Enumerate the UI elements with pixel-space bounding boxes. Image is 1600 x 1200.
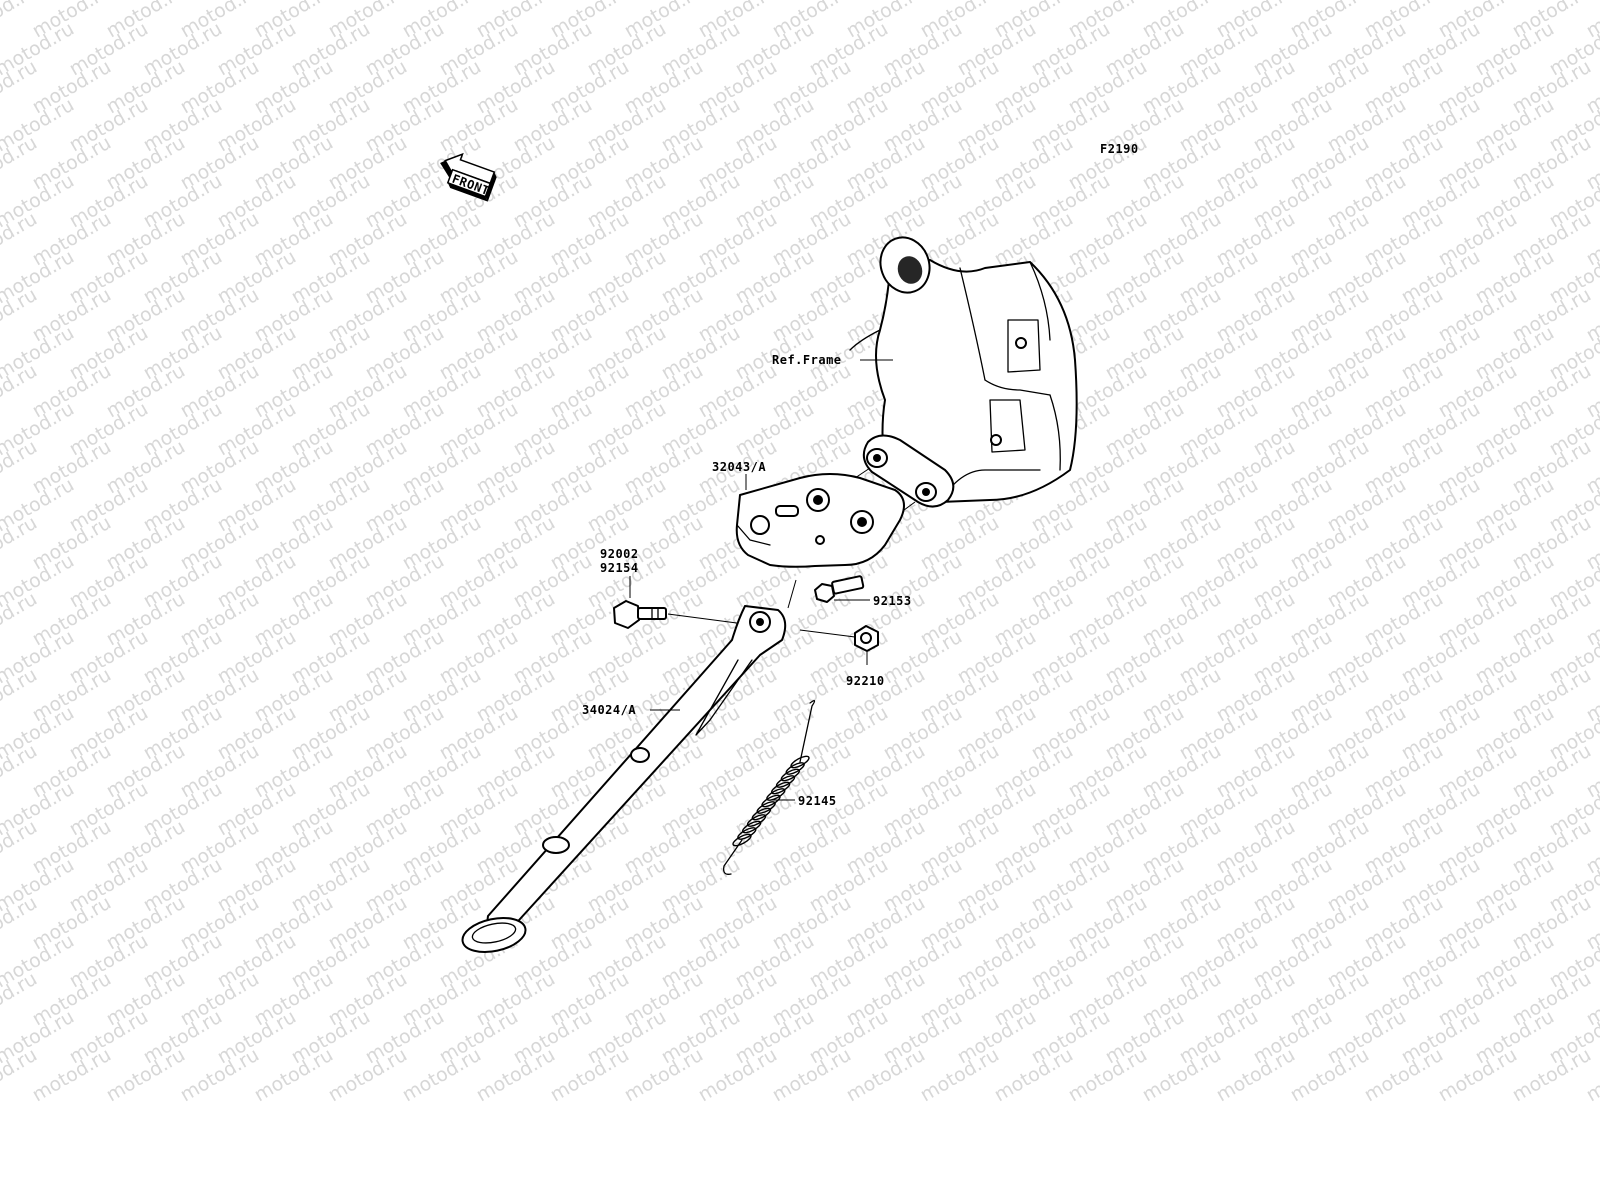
label-ref-frame: Ref.Frame bbox=[772, 353, 842, 367]
diagram-code: F2190 bbox=[1100, 142, 1139, 156]
label-34024a: 34024/A bbox=[582, 703, 636, 717]
label-92154: 92154 bbox=[600, 561, 639, 575]
label-92002: 92002 bbox=[600, 547, 639, 561]
label-92145: 92145 bbox=[798, 794, 837, 808]
label-32043a: 32043/A bbox=[712, 460, 766, 474]
label-92210: 92210 bbox=[846, 674, 885, 688]
label-92153: 92153 bbox=[873, 594, 912, 608]
